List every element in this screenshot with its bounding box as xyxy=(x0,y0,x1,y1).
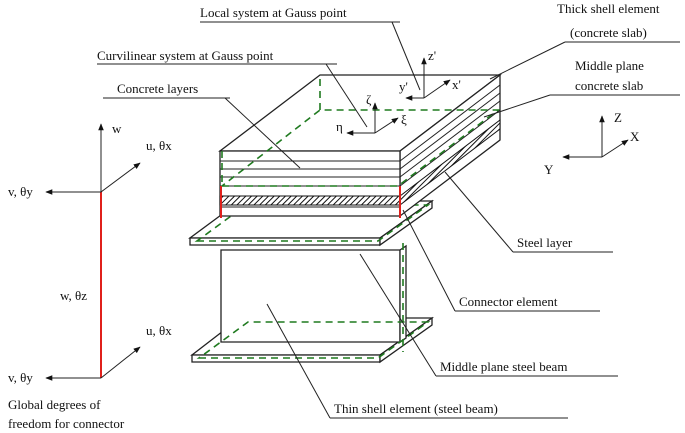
steel-bottom-flange-midplane xyxy=(196,321,431,359)
label-local-system: Local system at Gauss point xyxy=(200,5,347,20)
curv-eta-label: η xyxy=(336,119,343,134)
dof-top-axes: w u, θx v, θy xyxy=(8,121,172,199)
dof-top-w: w xyxy=(112,121,122,136)
label-middle-plane-steel: Middle plane steel beam xyxy=(440,359,567,374)
concrete-slab xyxy=(218,73,502,218)
label-connector-element: Connector element xyxy=(459,294,558,309)
steel-layer-front xyxy=(219,195,401,206)
curv-xi-label: ξ xyxy=(401,112,407,127)
global-z-label: Z xyxy=(614,110,622,125)
leader-lines xyxy=(97,21,680,419)
dof-bottom-u: u, θx xyxy=(146,323,172,338)
steel-beam xyxy=(188,199,435,364)
label-thick-shell-2: (concrete slab) xyxy=(570,25,647,40)
local-y-label: y' xyxy=(399,79,408,94)
dof-bottom-v: v, θy xyxy=(8,370,33,385)
global-x-label: X xyxy=(630,129,640,144)
label-global-dof-2: freedom for connector xyxy=(8,416,125,431)
global-axes: Z X Y xyxy=(544,110,640,177)
curv-zeta-label: ζ xyxy=(366,92,372,107)
local-z-label: z' xyxy=(428,48,436,63)
label-thin-shell: Thin shell element (steel beam) xyxy=(334,401,498,416)
label-steel-layer: Steel layer xyxy=(517,235,573,250)
global-y-label: Y xyxy=(544,162,554,177)
label-middle-plane-concrete-1: Middle plane xyxy=(575,58,644,73)
label-curvilinear: Curvilinear system at Gauss point xyxy=(97,48,274,63)
dof-bottom-axes: w, θz u, θx v, θy xyxy=(8,288,172,385)
steel-top-flange-midplane xyxy=(194,204,431,242)
local-axes: z' y' x' xyxy=(399,48,461,101)
connector-lines xyxy=(100,186,401,378)
label-thick-shell-1: Thick shell element xyxy=(557,1,660,16)
dof-top-v: v, θy xyxy=(8,184,33,199)
dof-top-u: u, θx xyxy=(146,138,172,153)
label-concrete-layers: Concrete layers xyxy=(117,81,198,96)
dof-bottom-w: w, θz xyxy=(60,288,87,303)
web-front xyxy=(220,249,401,343)
label-global-dof-1: Global degrees of xyxy=(8,397,101,412)
label-middle-plane-concrete-2: concrete slab xyxy=(575,78,643,93)
local-x-label: x' xyxy=(452,77,461,92)
concrete-middle-plane xyxy=(219,109,501,187)
labels: Local system at Gauss point Thick shell … xyxy=(8,1,660,431)
curvilinear-axes: ζ η ξ xyxy=(336,92,407,136)
